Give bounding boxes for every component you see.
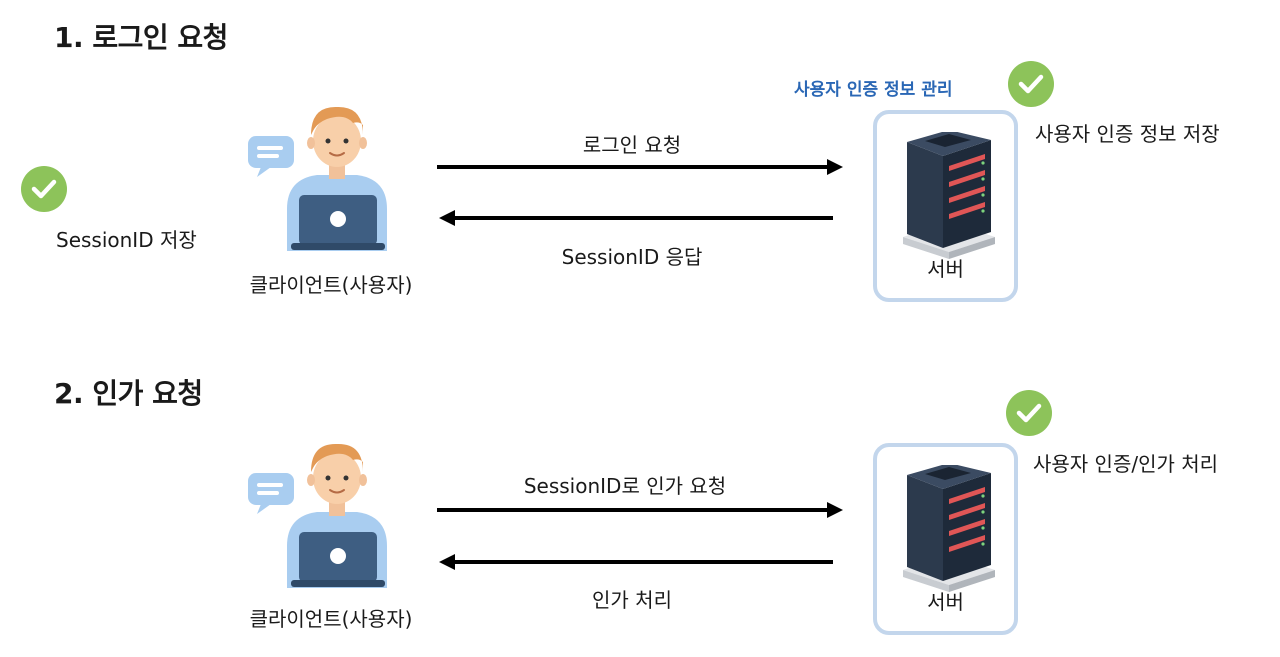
- chat-bubble-icon: [248, 136, 294, 177]
- arrow-left-icon: [439, 210, 833, 226]
- server-label: 서버: [927, 257, 964, 281]
- server-rack-icon: [903, 132, 995, 259]
- chat-bubble-icon: [248, 473, 294, 514]
- client-label: 클라이언트(사용자): [249, 273, 413, 297]
- response-label: SessionID 응답: [561, 245, 703, 269]
- user-laptop-icon: [248, 443, 387, 588]
- user-laptop-icon: [248, 106, 387, 251]
- server-header: 사용자 인증 정보 관리: [794, 80, 953, 100]
- section-title: 1. 로그인 요청: [54, 21, 228, 54]
- arrow-right-icon: [437, 159, 843, 175]
- check-icon: [1008, 61, 1054, 107]
- request-label: 로그인 요청: [582, 133, 682, 157]
- client-note: SessionID 저장: [56, 228, 197, 252]
- server-rack-icon: [903, 465, 995, 592]
- server-label: 서버: [927, 590, 964, 614]
- server-note: 사용자 인증 정보 저장: [1035, 122, 1220, 146]
- response-label: 인가 처리: [592, 588, 672, 612]
- check-icon: [21, 166, 67, 212]
- arrow-left-icon: [439, 554, 833, 570]
- check-icon: [1006, 390, 1052, 436]
- request-label: SessionID로 인가 요청: [523, 474, 727, 498]
- server-frame: 서버: [873, 110, 1018, 302]
- server-note: 사용자 인증/인가 처리: [1033, 452, 1219, 476]
- server-frame: 서버: [873, 443, 1018, 635]
- login-request-section: 1. 로그인 요청 SessionID 저장 클라이언트(사용자) 로그인 요청: [21, 21, 1220, 302]
- authorization-request-section: 2. 인가 요청 클라이언트(사용자) SessionID로 인가 요청 인가 …: [0, 340, 1280, 657]
- arrow-right-icon: [437, 502, 843, 518]
- section-title: 2. 인가 요청: [54, 377, 203, 410]
- client-label: 클라이언트(사용자): [249, 607, 413, 631]
